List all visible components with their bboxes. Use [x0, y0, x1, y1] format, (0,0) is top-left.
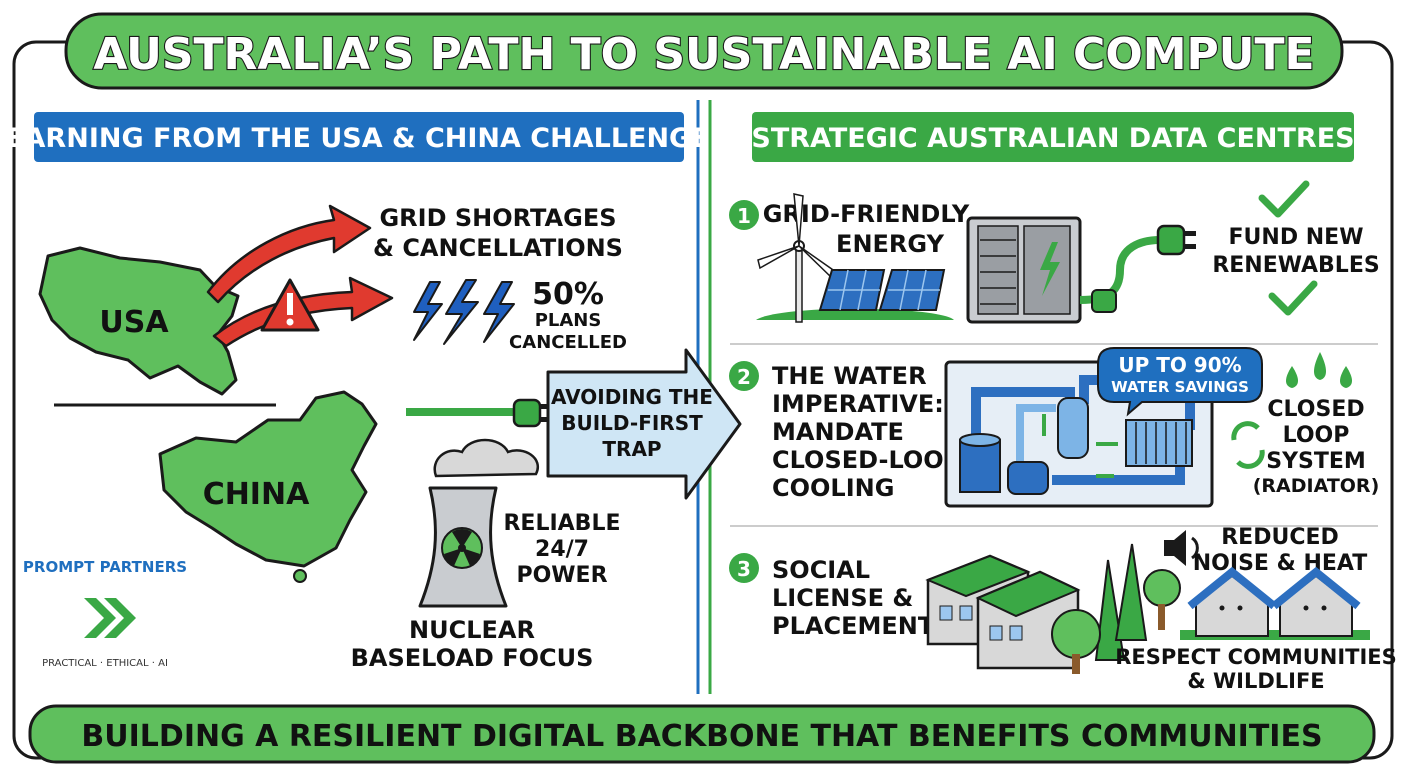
warning-triangle-icon	[260, 278, 320, 332]
grid-shortages-line-2: & CANCELLATIONS	[373, 234, 623, 262]
bubble-line-1: UP TO 90%	[1118, 353, 1241, 377]
speaker-icon	[1164, 530, 1199, 566]
right-heading-text: STRATEGIC AUSTRALIAN DATA CENTRES	[751, 123, 1354, 154]
arrow-line-3: TRAP	[602, 437, 661, 461]
reduced-line-2: NOISE & HEAT	[1193, 551, 1367, 576]
lightning-icon	[413, 279, 515, 345]
houses-icon	[1180, 566, 1370, 640]
water-drops-icon	[1286, 352, 1352, 388]
respect-line-1: RESPECT COMMUNITIES	[1115, 645, 1397, 669]
logo-chevron-right	[104, 598, 136, 638]
green-plug-cable-icon	[1079, 224, 1196, 313]
item-2-line-1: THE WATER	[772, 362, 927, 390]
closed-line-3: SYSTEM	[1266, 449, 1366, 474]
recycle-arrows-icon	[1231, 421, 1265, 469]
title-banner: AUSTRALIA’S PATH TO SUSTAINABLE AI COMPU…	[64, 12, 1344, 90]
svg-text:1: 1	[737, 204, 751, 228]
item-1-number: 1	[729, 200, 759, 230]
item-3-line-1: SOCIAL	[772, 556, 870, 584]
bubble-line-2: WATER SAVINGS	[1111, 378, 1249, 396]
closed-line-4: (RADIATOR)	[1253, 475, 1380, 497]
fund-line-2: RENEWABLES	[1212, 253, 1379, 278]
item-3-line-3: PLACEMENT	[772, 612, 935, 640]
hainan-island	[293, 569, 307, 583]
right-heading: STRATEGIC AUSTRALIAN DATA CENTRES	[751, 112, 1355, 162]
closed-line-2: LOOP	[1283, 423, 1350, 448]
closed-line-1: CLOSED	[1267, 397, 1364, 422]
item-2-line-3: MANDATE	[772, 418, 904, 446]
checkmark-icon-top	[1258, 180, 1310, 218]
logo-chevron-left	[84, 598, 116, 638]
plans-line-2: CANCELLED	[509, 332, 627, 353]
reduced-line-1: REDUCED	[1221, 525, 1339, 550]
water-savings-bubble: UP TO 90% WATER SAVINGS	[1097, 347, 1263, 417]
reliable-line-3: POWER	[516, 563, 607, 588]
svg-text:2: 2	[737, 365, 751, 389]
plug-icon	[406, 398, 552, 428]
footer-text: BUILDING A RESILIENT DIGITAL BACKBONE TH…	[81, 719, 1322, 754]
left-heading-text: LEARNING FROM THE USA & CHINA CHALLENGES	[0, 123, 729, 154]
footer-banner: BUILDING A RESILIENT DIGITAL BACKBONE TH…	[28, 704, 1376, 764]
item-1-line-1: GRID-FRIENDLY	[763, 200, 970, 228]
item-3-number: 3	[729, 553, 759, 583]
svg-text:3: 3	[737, 557, 751, 581]
red-arrow-upper	[206, 204, 372, 304]
usa-map: USA	[38, 246, 240, 396]
left-heading: LEARNING FROM THE USA & CHINA CHALLENGES	[0, 112, 729, 162]
item-1-line-2: ENERGY	[836, 230, 945, 258]
nuclear-line-2: BASELOAD FOCUS	[351, 644, 594, 672]
page-title: AUSTRALIA’S PATH TO SUSTAINABLE AI COMPU…	[93, 29, 1314, 80]
item-2-line-4: CLOSED-LOOP	[772, 446, 961, 474]
respect-line-2: & WILDLIFE	[1187, 669, 1324, 693]
solar-panel-icon	[818, 269, 946, 311]
logo-name: PROMPT PARTNERS	[23, 558, 187, 576]
item-3-line-2: LICENSE &	[772, 584, 913, 612]
trees-icon	[1051, 543, 1181, 674]
logo-tagline: PRACTICAL · ETHICAL · AI	[42, 658, 168, 669]
usa-label: USA	[99, 305, 169, 340]
wind-turbine-icon	[756, 193, 954, 323]
china-label: CHINA	[203, 477, 310, 512]
cooling-system-diagram	[944, 360, 1214, 508]
item-2-line-5: COOLING	[772, 474, 894, 502]
prompt-partners-logo: PROMPT PARTNERS PRACTICAL · ETHICAL · AI	[23, 558, 187, 676]
item-2-number: 2	[729, 361, 759, 391]
china-map: CHINA	[158, 390, 378, 583]
arrow-line-2: BUILD-FIRST	[561, 411, 703, 435]
checkmark-icon-bottom	[1268, 280, 1318, 316]
nuclear-line-1: NUCLEAR	[409, 616, 535, 644]
plans-line-1: PLANS	[535, 310, 602, 331]
grid-shortages-line-1: GRID SHORTAGES	[379, 204, 616, 232]
item-2-line-2: IMPERATIVE:	[772, 390, 944, 418]
server-rack-icon	[966, 216, 1082, 324]
fund-line-1: FUND NEW	[1229, 225, 1364, 250]
data-centre-buildings-icon	[925, 554, 1081, 670]
percent-cancelled: 50%	[532, 277, 604, 312]
reliable-line-2: 24/7	[535, 537, 589, 562]
arrow-line-1: AVOIDING THE	[551, 385, 713, 409]
center-arrow: AVOIDING THE BUILD-FIRST TRAP	[546, 348, 742, 500]
reliable-line-1: RELIABLE	[503, 511, 620, 536]
nuclear-tower-icon	[418, 438, 539, 608]
